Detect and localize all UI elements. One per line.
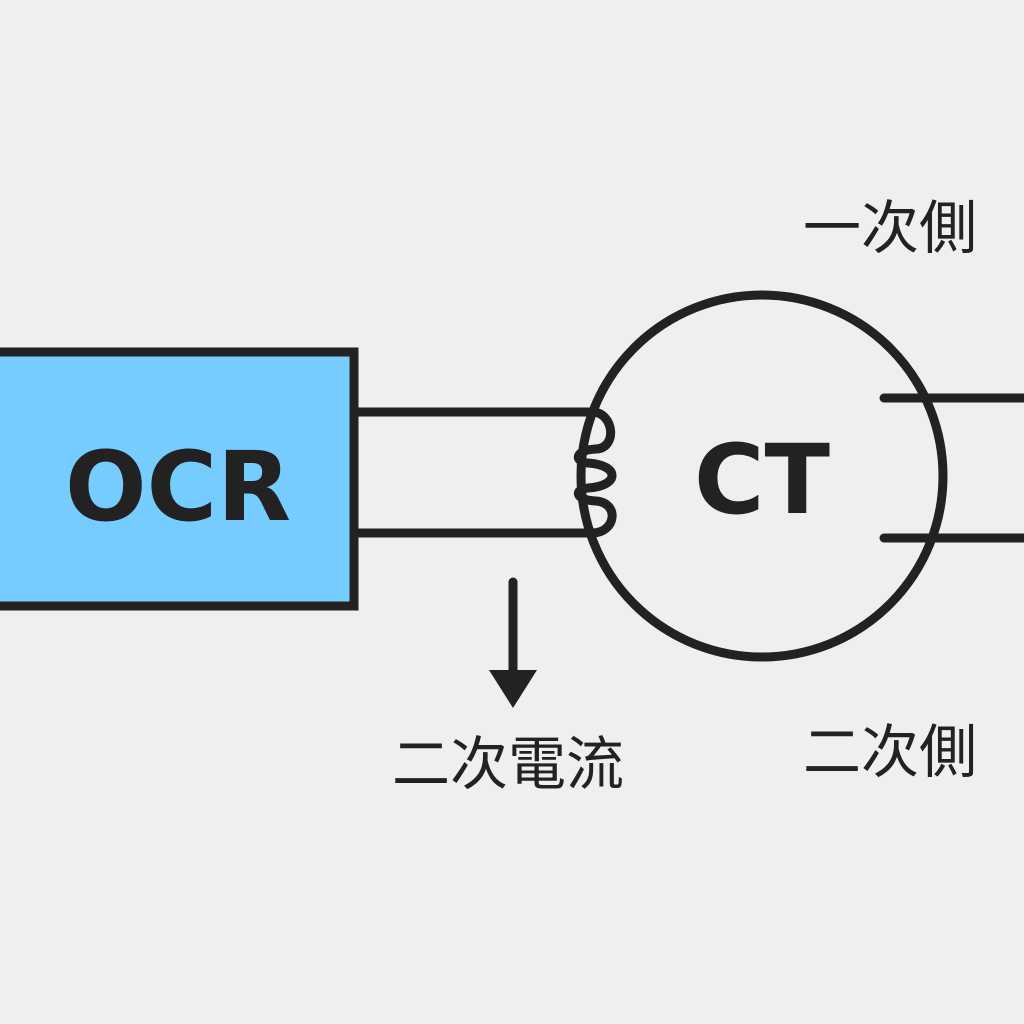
- primary-side-label: 一次側: [803, 194, 977, 262]
- ocr-label: OCR: [65, 431, 291, 543]
- ct-label: CT: [694, 424, 830, 536]
- secondary-current-label: 二次電流: [392, 730, 624, 798]
- ct-circle: [576, 290, 948, 662]
- ocr-box: [0, 347, 359, 611]
- arrow-down-icon: [489, 670, 537, 708]
- secondary-side-label: 二次側: [803, 718, 977, 786]
- secondary-coil: [574, 407, 617, 538]
